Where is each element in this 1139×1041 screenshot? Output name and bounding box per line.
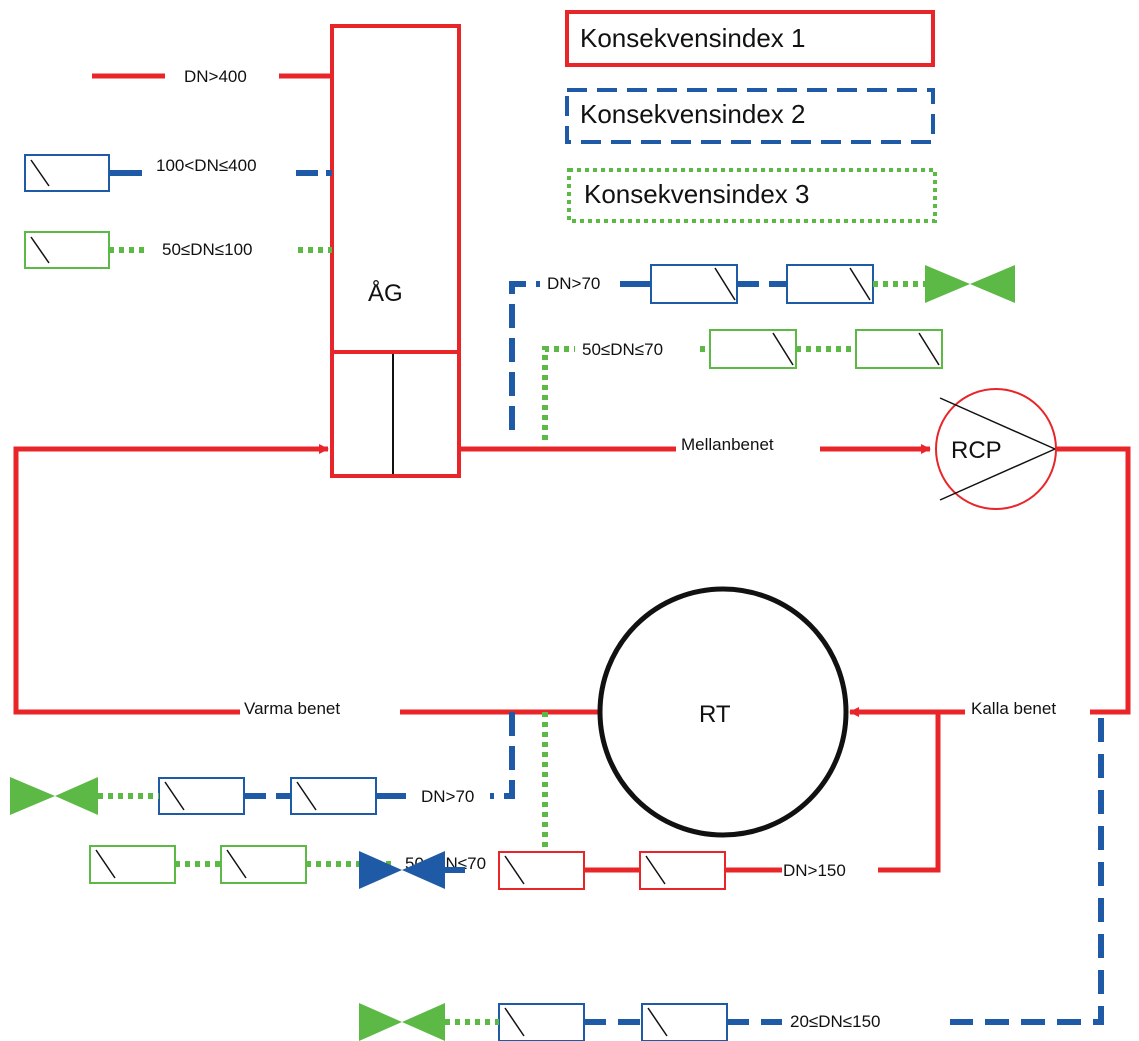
rt-circle	[597, 586, 849, 838]
valve-box	[639, 851, 726, 890]
valve-box	[290, 777, 377, 815]
rcp-label: RCP	[951, 437, 1002, 464]
legend: Konsekvensindex 1 Konsekvensindex 2 Kons…	[565, 10, 937, 223]
ag-pipe-dn400-label: DN>400	[184, 67, 247, 86]
kalla-branch-dn20-150-label: 20≤DN≤150	[790, 1012, 881, 1031]
valve-symbol	[359, 1003, 445, 1041]
legend-index2-label: Konsekvensindex 2	[580, 99, 805, 129]
kalla-branch-dn150-label: DN>150	[783, 861, 846, 880]
kalla-label: Kalla benet	[971, 699, 1056, 718]
varma-branch-dn70: DN>70	[10, 712, 515, 815]
mellan-branch-dn70: DN>70	[509, 264, 1015, 430]
ag-pipe-dn100-400-label: 100<DN≤400	[156, 156, 257, 175]
valve-box	[498, 851, 585, 890]
ag-lower-box	[330, 350, 461, 478]
loop-left-pipe	[13, 446, 322, 715]
kalla-branch-dn150: DN>150	[359, 712, 941, 890]
mellan-branch-dn50-70-label: 50≤DN≤70	[582, 340, 663, 359]
rcp-circle	[935, 388, 1057, 510]
ag-pipe-dn50-100-label: 50≤DN≤100	[162, 240, 253, 259]
rt-label: RT	[699, 701, 731, 728]
valve-box	[641, 1003, 728, 1041]
legend-index1-label: Konsekvensindex 1	[580, 23, 805, 53]
ag-pipe-dn50-100: 50≤DN≤100	[24, 231, 332, 269]
ag-label: ÅG	[368, 279, 403, 307]
mellan-branch-dn50-70: 50≤DN≤70	[542, 329, 943, 440]
ag-upper-box	[330, 24, 461, 354]
valve-box	[498, 1003, 585, 1041]
valve-box	[24, 154, 110, 192]
varma-label: Varma benet	[244, 699, 340, 718]
loop-right-pipe	[1055, 446, 1131, 715]
legend-index1-box	[565, 10, 935, 67]
reactor-tank: RT	[597, 586, 849, 838]
valve-box	[158, 777, 245, 815]
ag-pipe-dn100-400: 100<DN≤400	[24, 154, 332, 192]
valve-symbol	[10, 777, 98, 815]
valve-box	[24, 231, 110, 269]
mellan-branch-dn70-label: DN>70	[547, 274, 600, 293]
valve-box	[89, 845, 176, 884]
rcp-pump: RCP	[935, 388, 1057, 510]
valve-symbol	[925, 265, 1015, 303]
legend-index3-label: Konsekvensindex 3	[584, 179, 809, 209]
varma-branch-dn70-label: DN>70	[421, 787, 474, 806]
mellan-label: Mellanbenet	[681, 435, 774, 454]
valve-symbol	[359, 851, 445, 889]
main-loop	[13, 444, 1131, 717]
valve-box	[855, 329, 943, 369]
legend-index3-box	[567, 168, 937, 223]
valve-box	[650, 264, 738, 304]
legend-index2-box	[565, 88, 935, 144]
kalla-branch-dn20-150: 20≤DN≤150	[359, 718, 1104, 1041]
valve-box	[220, 845, 307, 884]
steam-generator: ÅG	[330, 24, 461, 478]
ag-pipe-dn400: DN>400	[92, 67, 332, 86]
